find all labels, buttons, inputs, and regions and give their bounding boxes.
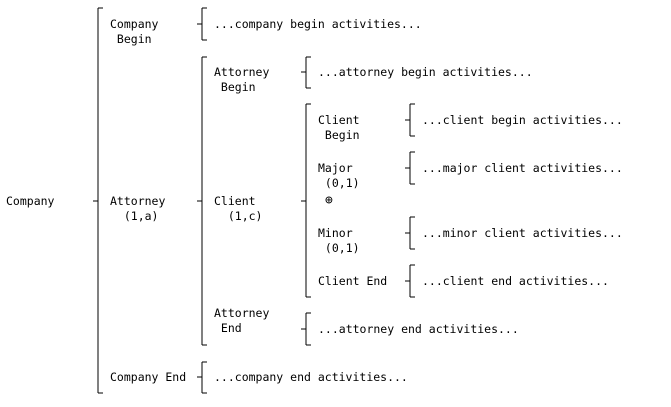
activity-major: ...major client activities... <box>422 161 623 175</box>
node-client-end: Client End <box>318 274 388 288</box>
node-company-begin: Company Begin <box>110 17 159 46</box>
node-company-end: Company End <box>110 370 187 384</box>
node-attorney-begin: Attorney Begin <box>214 65 270 94</box>
activity-company-begin: ...company begin activities... <box>214 17 422 31</box>
node-company: Company <box>6 194 55 208</box>
exclusive-or-symbol: ⊕ <box>325 193 333 208</box>
node-client: Client (1,c) <box>214 194 263 223</box>
node-attorney: Attorney (1,a) <box>110 194 166 223</box>
activity-client-begin: ...client begin activities... <box>422 113 623 127</box>
activity-client-end: ...client end activities... <box>422 274 609 288</box>
activity-attorney-begin: ...attorney begin activities... <box>318 65 533 79</box>
node-attorney-end: Attorney End <box>214 306 270 335</box>
node-major: Major (0,1) <box>318 161 360 190</box>
activity-company-end: ...company end activities... <box>214 370 408 384</box>
activity-attorney-end: ...attorney end activities... <box>318 322 519 336</box>
activity-minor: ...minor client activities... <box>422 226 623 240</box>
node-minor: Minor (0,1) <box>318 226 360 255</box>
node-client-begin: Client Begin <box>318 113 360 142</box>
